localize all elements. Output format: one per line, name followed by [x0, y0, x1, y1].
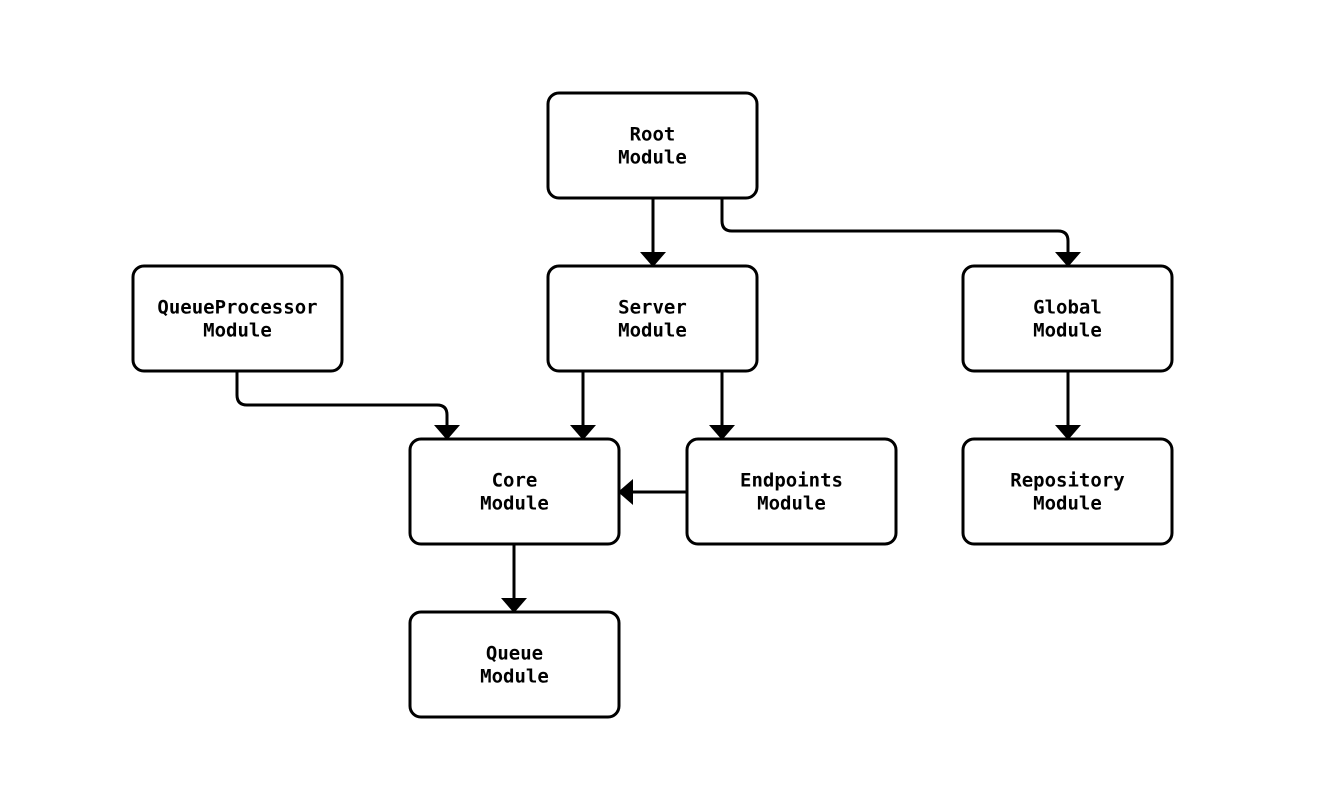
node-queue-box	[408, 610, 621, 719]
node-global-box	[961, 264, 1174, 373]
node-endpoints-box	[685, 437, 898, 546]
node-global-label-line: Global	[1033, 297, 1102, 319]
node-endpoints-label-line: Endpoints	[740, 470, 843, 492]
node-core-box	[408, 437, 621, 546]
node-repository-box	[961, 437, 1174, 546]
node-root-label-line: Root	[630, 124, 676, 146]
node-core-label-line: Module	[480, 493, 549, 515]
node-server-label-line: Server	[618, 297, 687, 319]
node-repository-label-line: Repository	[1010, 470, 1124, 492]
node-server-box	[546, 264, 759, 373]
node-queue-label-line: Queue	[486, 643, 543, 665]
node-queueprocessor-label-line: QueueProcessor	[157, 297, 317, 319]
edge-queueprocessor-to-core	[235, 371, 460, 440]
node-endpoints-label-line: Module	[757, 493, 826, 515]
node-root-label-line: Module	[618, 147, 687, 169]
node-queueprocessor-box	[131, 264, 344, 373]
node-global-label-line: Module	[1033, 320, 1102, 342]
node-server-label-line: Module	[618, 320, 687, 342]
node-queue-label-line: Module	[480, 666, 549, 688]
node-repository-label-line: Module	[1033, 493, 1102, 515]
node-core-label-line: Core	[492, 470, 538, 492]
edge-root-to-global	[720, 198, 1081, 267]
node-queueprocessor-label-line: Module	[203, 320, 272, 342]
edges-layer	[235, 198, 1081, 613]
node-root-box	[546, 91, 759, 200]
